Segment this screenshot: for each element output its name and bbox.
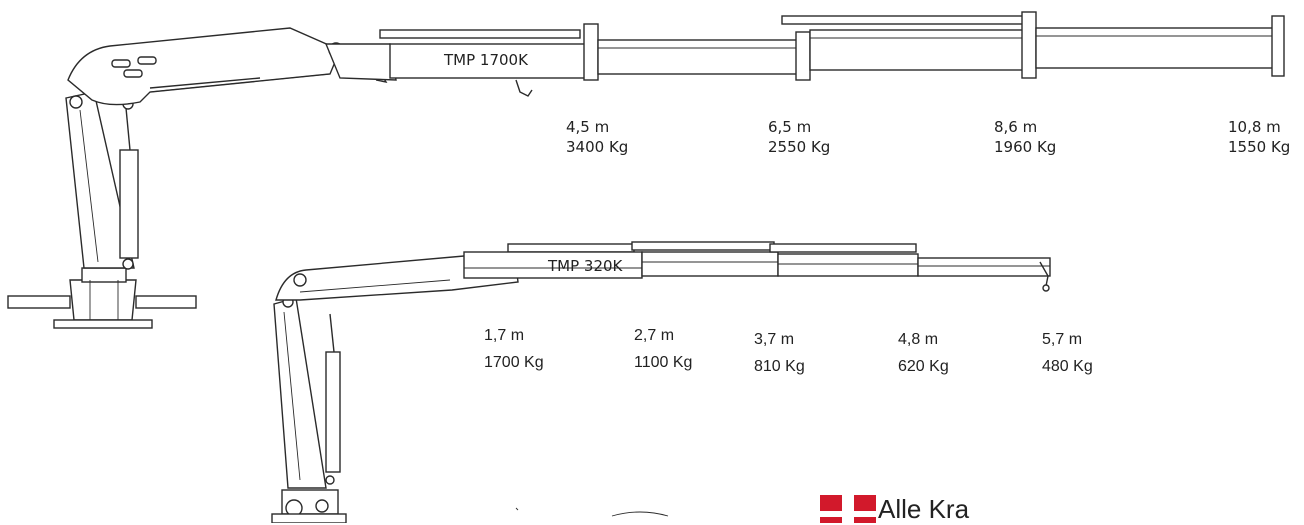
small-spec-4-reach: 4,8 m xyxy=(898,331,939,348)
large-spec-4-reach: 10,8 m xyxy=(1228,118,1281,136)
small-spec-3: 3,7 m 810 Kg xyxy=(754,330,805,378)
small-spec-2-reach: 2,7 m xyxy=(634,327,675,344)
large-spec-2-load: 2550 Kg xyxy=(768,137,831,156)
small-crane-base xyxy=(271,489,347,523)
small-spec-1-load: 1700 Kg xyxy=(484,353,544,371)
large-crane-base xyxy=(7,267,197,329)
small-spec-5: 5,7 m 480 Kg xyxy=(1042,330,1093,378)
large-spec-3-reach: 8,6 m xyxy=(994,118,1038,136)
small-spec-3-load: 810 Kg xyxy=(754,357,805,375)
small-crane-drawing: TMP 320K xyxy=(271,241,1051,523)
large-crane-outer-boom xyxy=(324,11,1285,97)
small-spec-1-reach: 1,7 m xyxy=(484,327,525,344)
large-spec-4: 10,8 m 1550 Kg xyxy=(1228,118,1290,157)
large-crane-column xyxy=(65,91,139,270)
large-spec-3: 8,6 m 1960 Kg xyxy=(994,118,1056,157)
small-crane-model-label: TMP 320K xyxy=(547,257,624,275)
small-spec-4: 4,8 m 620 Kg xyxy=(898,330,949,378)
small-crane-column xyxy=(273,296,341,489)
small-spec-2-load: 1100 Kg xyxy=(634,353,693,371)
danish-flag-icon xyxy=(820,495,876,523)
large-crane-drawing: TMP 1700K xyxy=(7,11,1285,329)
footer-text: Alle Kra xyxy=(878,494,970,524)
large-spec-1-load: 3400 Kg xyxy=(566,137,629,156)
decorative-marks xyxy=(515,507,669,517)
large-spec-1: 4,5 m 3400 Kg xyxy=(566,118,628,157)
large-spec-4-load: 1550 Kg xyxy=(1228,137,1291,156)
small-spec-5-reach: 5,7 m xyxy=(1042,331,1083,348)
large-spec-2: 6,5 m 2550 Kg xyxy=(768,118,830,157)
large-spec-2-reach: 6,5 m xyxy=(768,118,812,136)
small-spec-5-load: 480 Kg xyxy=(1042,357,1093,375)
large-crane-model-label: TMP 1700K xyxy=(443,51,529,69)
small-spec-4-load: 620 Kg xyxy=(898,357,949,375)
small-spec-1: 1,7 m 1700 Kg xyxy=(484,326,544,374)
small-spec-2: 2,7 m 1100 Kg xyxy=(634,326,692,374)
large-spec-3-load: 1960 Kg xyxy=(994,137,1057,156)
small-spec-3-reach: 3,7 m xyxy=(754,331,795,348)
large-spec-1-reach: 4,5 m xyxy=(566,118,610,136)
small-crane-outer-boom xyxy=(463,241,1051,292)
